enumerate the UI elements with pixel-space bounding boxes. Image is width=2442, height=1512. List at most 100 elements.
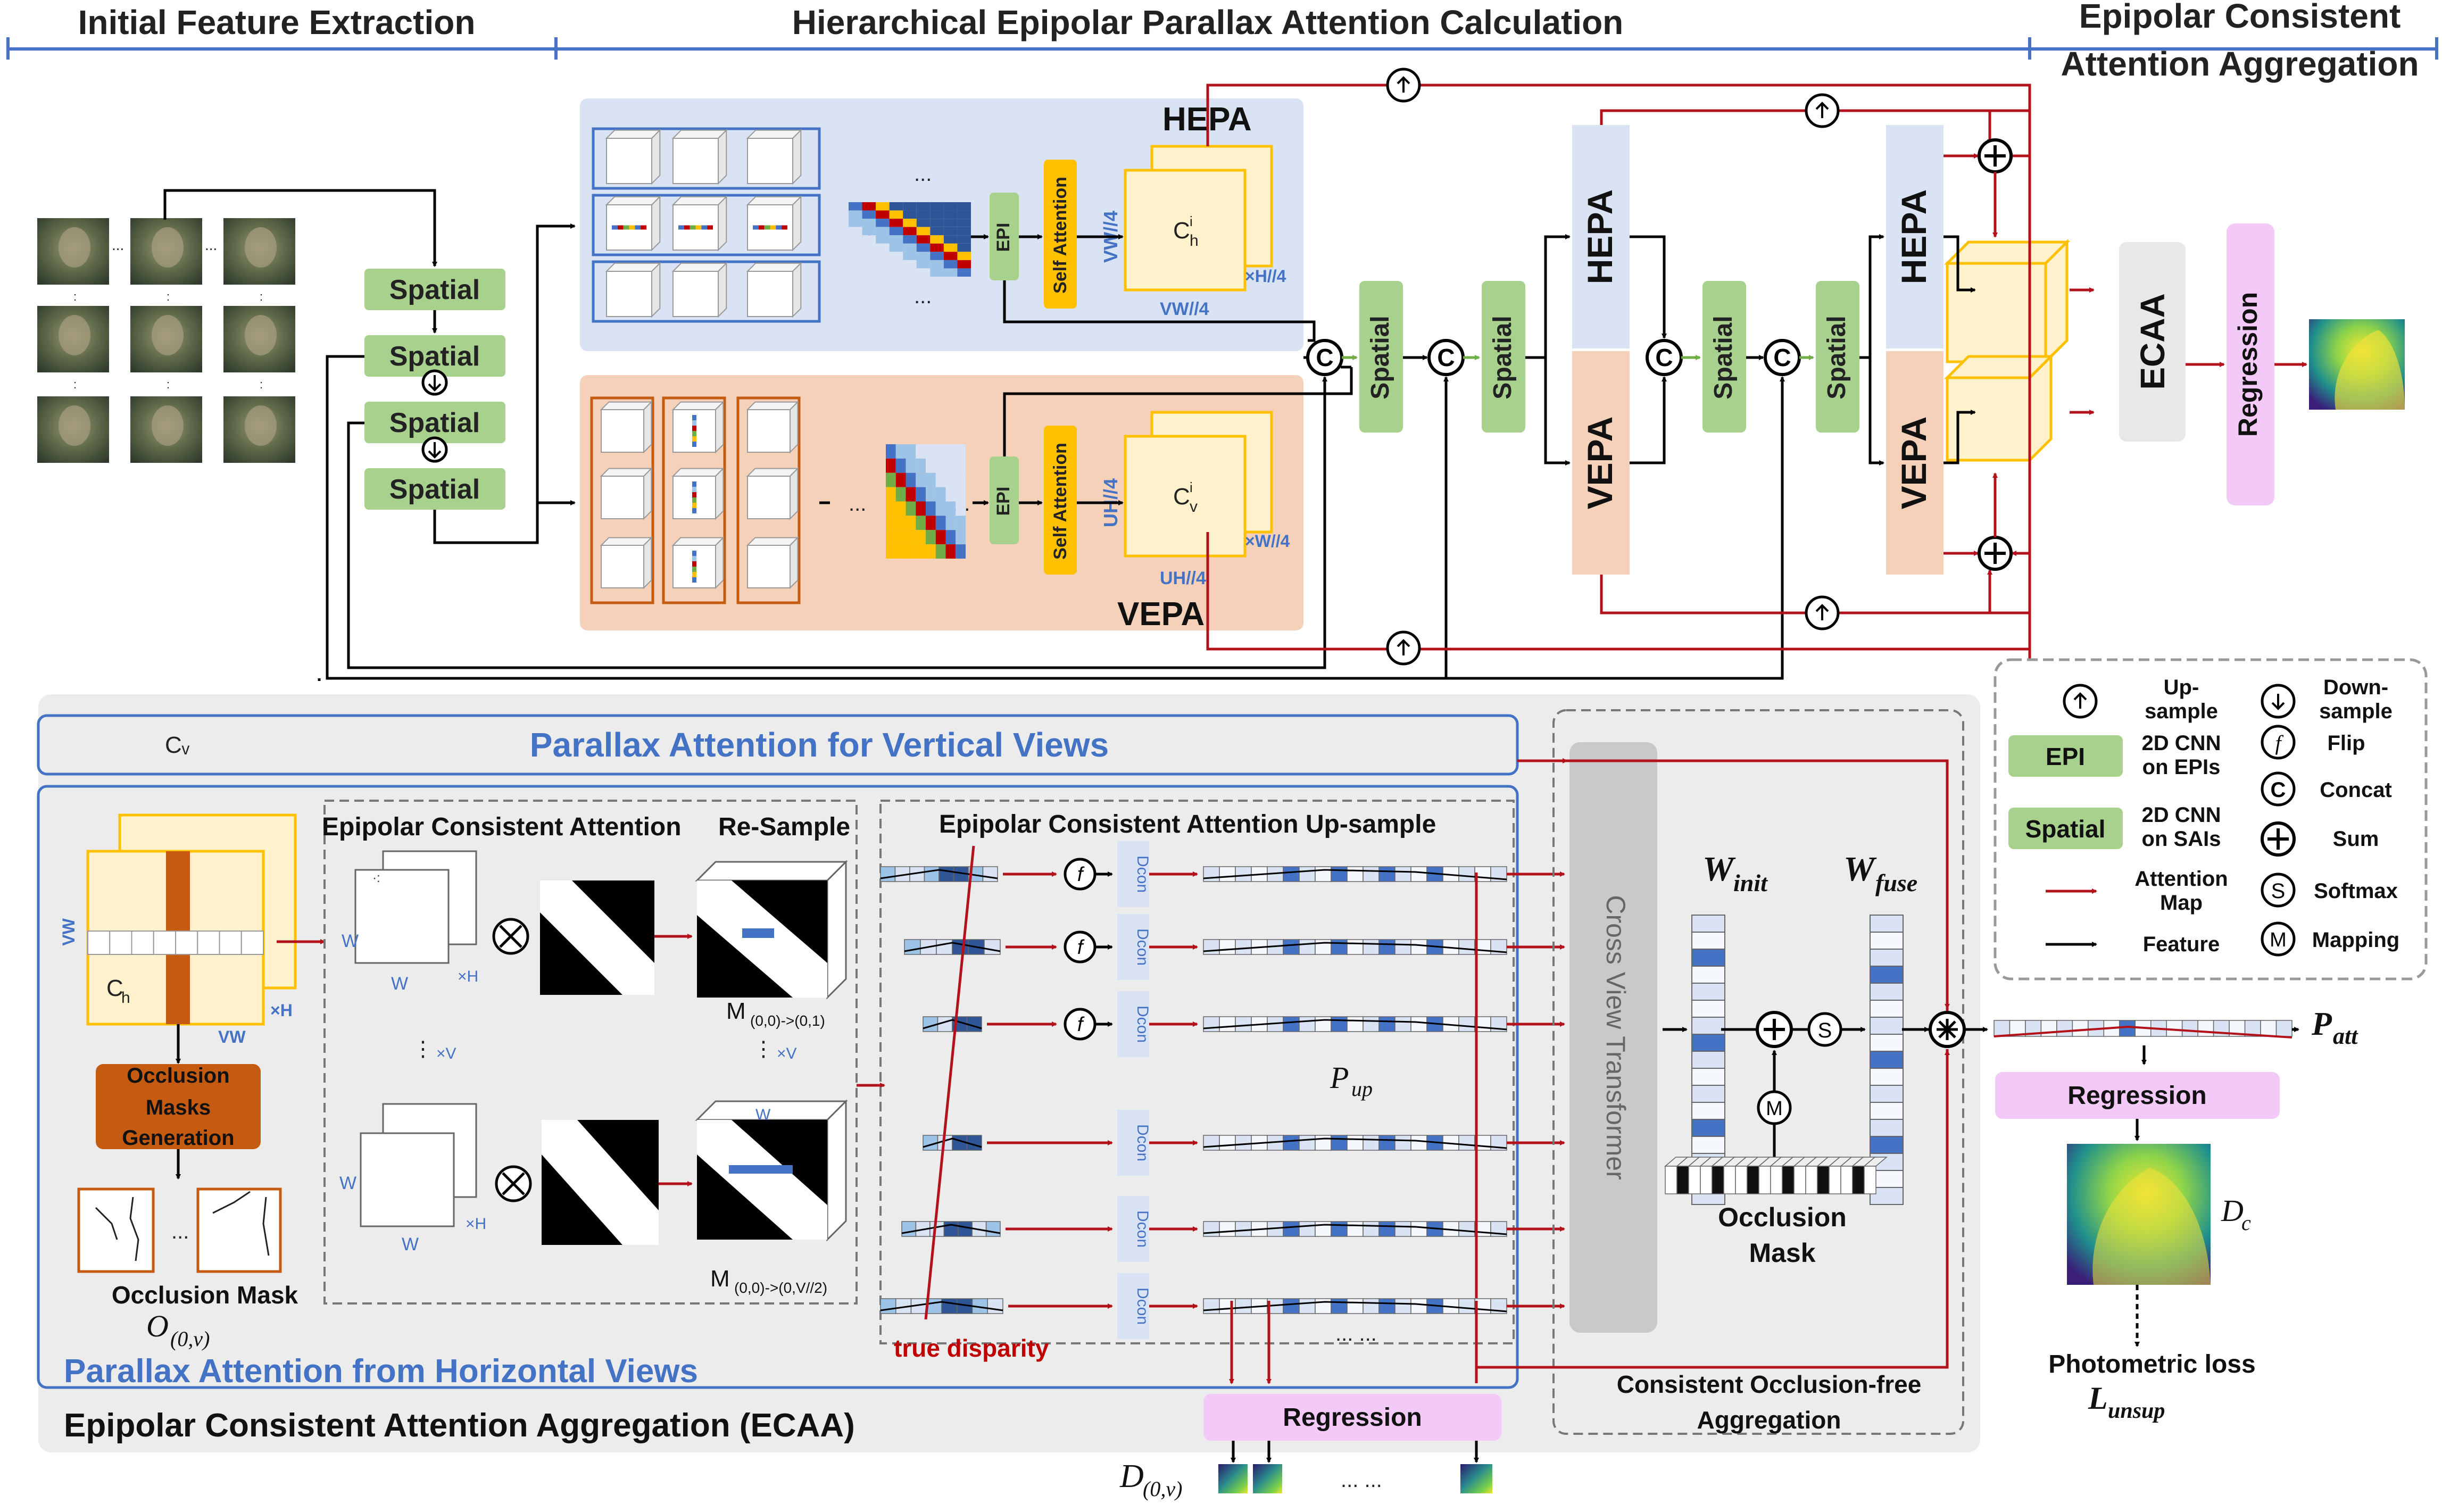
svg-text:O: O [146,1309,169,1343]
legend: Up- sample Down- sample EPI 2D CNN on EP… [1994,658,2428,981]
svg-text:Generation: Generation [122,1126,234,1150]
svg-text:...: ... [112,237,124,253]
svg-text:W: W [342,931,359,951]
svg-text:S: S [2271,879,2286,903]
svg-text:×W//4: ×W//4 [1245,531,1290,551]
svg-text::: : [260,290,263,303]
svg-text:...: ... [914,285,932,308]
spatial-label-1: Spatial [389,275,480,305]
svg-text:Dcon: Dcon [1134,928,1151,966]
section-headers: Initial Feature Extraction Hierarchical … [6,0,2438,83]
svg-text:Feature: Feature [2143,933,2220,956]
svg-text:Spatial: Spatial [2025,815,2106,843]
header-ecaa-2: Attention Aggregation [2061,45,2419,83]
svg-text:Spatial: Spatial [1709,315,1738,399]
self-attention-block-v: Self Attention [1044,426,1077,575]
svg-text:Re-Sample: Re-Sample [718,813,850,841]
svg-text:×H: ×H [270,1001,293,1020]
svg-text:W: W [339,1173,356,1193]
legend-concat-icon [2261,771,2296,807]
svg-text:f: f [1077,1013,1085,1036]
svg-text:Spatial: Spatial [1489,315,1517,399]
svg-text:EPI: EPI [2046,743,2085,770]
svg-text:(0,v): (0,v) [170,1327,210,1351]
svg-text:UH//4: UH//4 [1160,568,1206,588]
svg-text:up: up [1351,1077,1373,1101]
cvt-label: Cross View Transformer [1601,895,1631,1179]
svg-text:Aggregation: Aggregation [1697,1406,1841,1434]
svg-text:(0,v): (0,v) [1143,1477,1182,1501]
svg-text:v: v [1190,498,1198,516]
svg-text:Epipolar Consistent Attention: Epipolar Consistent Attention [322,813,682,841]
svg-text:Self Attention: Self Attention [1050,177,1070,294]
pa-horizontal-title: Parallax Attention from Horizontal Views [64,1353,698,1390]
svg-text:W: W [755,1106,771,1124]
svg-text:on EPIs: on EPIs [2142,755,2221,779]
svg-text:Regression: Regression [2067,1082,2206,1110]
svg-text:Self Attention: Self Attention [1050,443,1070,560]
svg-text:W: W [1843,850,1877,888]
svg-text:(0,0)->(0,V//2): (0,0)->(0,V//2) [734,1280,827,1296]
svg-text:M: M [2270,929,2287,951]
svg-text:Dcon: Dcon [1134,1210,1151,1248]
svg-text:Mask: Mask [1749,1238,1815,1268]
header-ecaa-1: Epipolar Consistent [2079,0,2401,35]
svg-text:×H: ×H [458,968,478,985]
svg-text:sample: sample [2319,700,2393,723]
epi-block-h: EPI [990,193,1019,280]
svg-text::: : [167,290,170,303]
svg-text:C: C [106,975,123,1001]
svg-text:Up-: Up- [2164,676,2199,699]
svg-text:EPI: EPI [993,223,1014,252]
true-disparity-label: true disparity [894,1334,1049,1362]
svg-text:init: init [1733,869,1768,896]
vepa-title: VEPA [1117,596,1205,633]
spatial-stack: Spatial Spatial Spatial Spatial [163,189,505,510]
svg-text:Regression: Regression [2233,292,2263,437]
svg-text:HEPA: HEPA [1894,189,1933,284]
svg-text:C: C [1773,344,1791,371]
attention-flows-top [1206,68,2307,692]
svg-text:VW: VW [59,918,78,945]
svg-text:Mapping: Mapping [2312,928,2399,952]
svg-text:on SAIs: on SAIs [2142,827,2221,851]
svg-text:W: W [391,974,408,994]
svg-text:EPI: EPI [993,487,1014,516]
pa-vertical-title: Parallax Attention for Vertical Views [530,726,1109,764]
mask-diag-2 [542,1120,659,1245]
svg-text:Dcon: Dcon [1134,855,1151,893]
svg-text::: : [73,378,77,391]
svg-text:...: ... [205,237,217,253]
svg-text:Concat: Concat [2320,778,2392,802]
svg-text:Consistent Occlusion-free: Consistent Occlusion-free [1617,1370,1922,1398]
svg-text:2D CNN: 2D CNN [2142,732,2221,755]
svg-text:sample: sample [2145,700,2218,723]
svg-text:h: h [121,989,130,1007]
svg-text:L: L [2088,1381,2108,1416]
svg-text:P: P [2311,1006,2332,1042]
svg-text:M: M [1766,1098,1783,1120]
legend-mapping-icon [2261,921,2296,957]
svg-text:HEPA: HEPA [1580,189,1619,284]
svg-text::: : [260,378,263,391]
svg-text:Epipolar Consistent Attention: Epipolar Consistent Attention Up-sample [939,810,1436,838]
svg-text:⋮: ⋮ [753,1037,774,1061]
svg-text:i: i [1190,479,1193,495]
svg-text:fuse: fuse [1875,869,1917,896]
svg-text:Regression: Regression [1283,1403,1422,1432]
svg-text:M: M [710,1266,730,1292]
svg-text:unsup: unsup [2108,1399,2165,1423]
svg-text:c: c [2241,1211,2251,1235]
svg-text:C: C [1655,344,1673,371]
svg-text:f: f [1077,936,1085,959]
ecaa-block-label: ECAA [2133,293,2172,389]
legend-softmax-icon [2261,873,2296,908]
vepa-region: EPI Self Attention UH//4 C i v ×W//4 UH/… [580,367,1353,633]
svg-text::: : [167,378,170,391]
svg-text:Dcon: Dcon [1134,1006,1151,1043]
svg-text:h: h [1190,232,1199,250]
svg-text:... ...: ... ... [1341,1468,1382,1492]
svg-text:S: S [1818,1019,1832,1042]
